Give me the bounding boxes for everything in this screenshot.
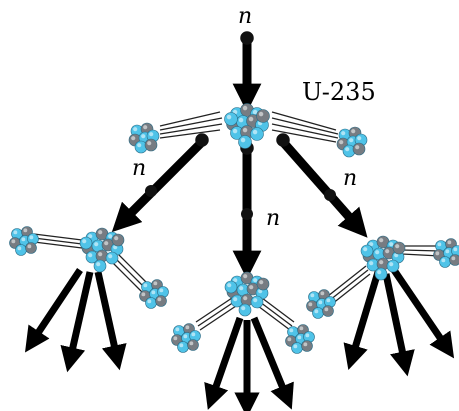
arrows-layer: [25, 31, 455, 411]
fragment-top-left: [128, 122, 160, 154]
fragment-left-b: [139, 279, 169, 309]
neutron-arrow-middle-out-1: [204, 316, 244, 410]
neutron-arrow-right-out-2: [382, 273, 415, 377]
neutron-arrow-left-out-1: [25, 268, 83, 353]
fragment-right-b: [433, 238, 459, 268]
fragment-lines-left-b: [111, 253, 149, 293]
fragment-lines-layer: [33, 111, 441, 331]
neutron-arrow-incoming: [232, 31, 262, 113]
neutron-label-middle: n: [266, 206, 281, 231]
fragment-lines-mid-b: [257, 297, 295, 331]
uranium-nucleus-right: [360, 235, 406, 281]
fragment-lines-top-right: [271, 111, 339, 143]
neutron-label-top: n: [238, 4, 253, 29]
fragment-right-a: [306, 289, 336, 319]
isotope-label: U-235: [302, 78, 376, 106]
fragment-lines-mid-a: [195, 297, 237, 331]
neutron-dot-3: [324, 189, 336, 201]
fragment-lines-right-a: [327, 265, 371, 305]
neutron-dot-1: [145, 185, 157, 197]
neutron-arrow-left-out-3: [94, 271, 127, 371]
neutron-arrow-middle-out-3: [250, 316, 294, 410]
fragment-middle-b: [285, 324, 315, 354]
uranium-nucleus-middle: [224, 271, 270, 317]
neutron-arrow-left-out-2: [60, 271, 94, 373]
fragment-left-a: [9, 226, 39, 256]
fragment-lines-top-left: [159, 111, 223, 139]
neutron-dot-2: [241, 208, 253, 220]
fragment-middle-a: [171, 323, 201, 353]
neutron-label-left: n: [132, 156, 147, 181]
fragment-top-right: [336, 126, 368, 158]
neutron-arrow-left: [111, 133, 209, 233]
nuclei-layer: [9, 103, 459, 354]
neutron-arrow-right: [276, 133, 368, 238]
neutron-arrow-right-out-1: [343, 270, 382, 371]
uranium-nucleus-top: [224, 103, 270, 149]
neutron-arrow-right-out-3: [391, 268, 455, 359]
neutron-arrow-middle: [232, 141, 262, 280]
uranium-nucleus-left: [79, 227, 125, 273]
neutron-label-right: n: [343, 166, 358, 191]
fragment-lines-left-a: [33, 233, 83, 249]
